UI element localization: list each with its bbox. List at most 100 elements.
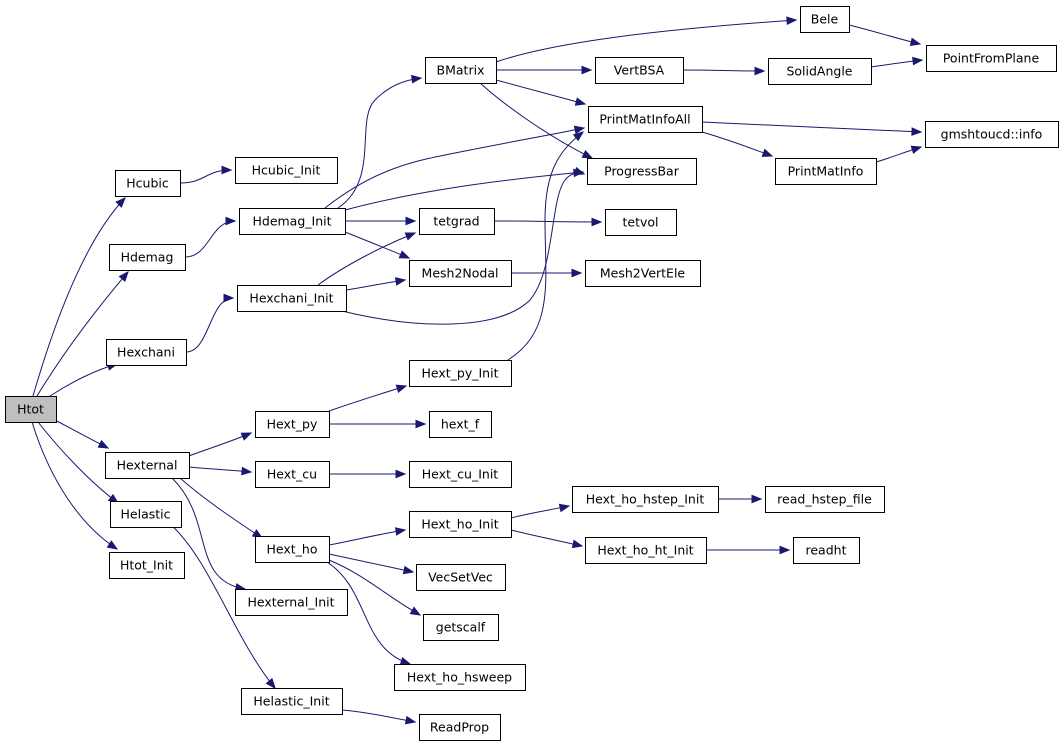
- edge-Hext_py-to-hext_f: [329, 419, 427, 429]
- node-Mesh2VertEle[interactable]: Mesh2VertEle: [585, 260, 701, 287]
- node-Bele[interactable]: Bele: [800, 6, 850, 33]
- node-Hcubic_Init[interactable]: Hcubic_Init: [235, 157, 338, 184]
- node-label: Hext_py_Init: [422, 366, 499, 381]
- edge-BMatrix-to-PrintMatInfoAll: [495, 79, 587, 106]
- node-Hext_ho_ht_Init[interactable]: Hext_ho_ht_Init: [585, 537, 707, 564]
- node-Htot_Init[interactable]: Htot_Init: [109, 552, 185, 579]
- node-label: Hexchani: [117, 345, 175, 360]
- node-tetvol[interactable]: tetvol: [605, 209, 677, 236]
- node-Htot[interactable]: Htot: [5, 396, 57, 423]
- node-hext_f[interactable]: hext_f: [429, 411, 492, 438]
- node-Hext_py[interactable]: Hext_py: [255, 411, 330, 438]
- node-readht[interactable]: readht: [793, 537, 860, 564]
- node-label: Hcubic: [126, 176, 169, 191]
- call-graph-edges: [31, 16, 924, 725]
- edge-Htot-to-Htot_Init: [31, 421, 119, 550]
- node-label: ProgressBar: [604, 164, 680, 179]
- node-VecSetVec[interactable]: VecSetVec: [416, 564, 506, 591]
- node-label: Hdemag: [121, 250, 174, 265]
- node-Hext_cu_Init[interactable]: Hext_cu_Init: [409, 461, 512, 488]
- node-label: hext_f: [441, 417, 480, 432]
- node-label: Mesh2VertEle: [600, 266, 686, 281]
- edge-Hext_ho-to-VecSetVec: [328, 553, 415, 575]
- node-SolidAngle[interactable]: SolidAngle: [768, 58, 872, 85]
- node-label: Bele: [811, 12, 839, 27]
- node-tetgrad[interactable]: tetgrad: [419, 208, 495, 235]
- node-label: VecSetVec: [428, 570, 493, 585]
- node-label: Hcubic_Init: [252, 163, 321, 178]
- node-PointFromPlane[interactable]: PointFromPlane: [926, 45, 1057, 72]
- node-label: tetvol: [622, 215, 658, 230]
- node-label: Helastic: [121, 507, 171, 522]
- edge-Hdemag_Init-to-BMatrix: [337, 74, 423, 209]
- node-Hcubic[interactable]: Hcubic: [115, 170, 181, 197]
- node-PrintMatInfoAll[interactable]: PrintMatInfoAll: [588, 106, 703, 133]
- node-Hext_cu[interactable]: Hext_cu: [255, 461, 330, 488]
- node-label: Helastic_Init: [253, 694, 329, 709]
- node-BMatrix[interactable]: BMatrix: [425, 57, 497, 84]
- node-Hexternal[interactable]: Hexternal: [105, 452, 190, 479]
- node-label: PrintMatInfo: [788, 164, 864, 179]
- node-label: tetgrad: [433, 214, 479, 229]
- node-label: Hext_cu: [267, 467, 317, 482]
- node-label: Hexternal: [117, 458, 178, 473]
- edge-PrintMatInfoAll-to-PrintMatInfo: [701, 131, 774, 157]
- node-gmshtoucd_info[interactable]: gmshtoucd::info: [925, 121, 1059, 148]
- node-label: read_hstep_file: [777, 492, 872, 507]
- edge-BMatrix-to-Bele: [495, 16, 798, 63]
- node-Hexchani[interactable]: Hexchani: [106, 339, 187, 366]
- edge-Htot-to-Hexchani: [49, 362, 119, 397]
- node-Hext_ho_hstep_Init[interactable]: Hext_ho_hstep_Init: [572, 486, 719, 513]
- edge-Bele-to-PointFromPlane: [848, 24, 922, 47]
- node-Mesh2Nodal[interactable]: Mesh2Nodal: [409, 260, 512, 287]
- node-Hext_py_Init[interactable]: Hext_py_Init: [409, 360, 512, 387]
- edge-Hext_ho_ht_Init-to-readht: [705, 545, 791, 555]
- edge-tetgrad-to-tetvol: [493, 217, 603, 227]
- edge-VertBSA-to-SolidAngle: [682, 66, 766, 76]
- node-Hexchani_Init[interactable]: Hexchani_Init: [237, 285, 347, 312]
- node-label: VertBSA: [614, 63, 665, 78]
- node-getscalf[interactable]: getscalf: [423, 614, 499, 641]
- edge-Hext_ho-to-getscalf: [328, 559, 422, 616]
- node-Hdemag[interactable]: Hdemag: [109, 244, 186, 271]
- node-Hexternal_Init[interactable]: Hexternal_Init: [235, 589, 348, 616]
- edge-Hext_py-to-Hext_py_Init: [328, 384, 408, 412]
- node-label: ReadProp: [430, 720, 489, 735]
- edge-Hexchani_Init-to-tetgrad: [317, 232, 417, 286]
- node-label: Htot_Init: [120, 558, 173, 573]
- node-label: PrintMatInfoAll: [599, 112, 690, 127]
- node-label: Hexchani_Init: [249, 291, 333, 306]
- node-read_hstep_file[interactable]: read_hstep_file: [765, 486, 885, 513]
- node-label: gmshtoucd::info: [941, 127, 1043, 142]
- edge-Hext_py_Init-to-PrintMatInfoAll: [507, 131, 585, 361]
- edge-Hext_ho_hstep_Init-to-read_hstep_file: [718, 494, 763, 504]
- edge-Hdemag_Init-to-tetgrad: [345, 216, 417, 226]
- node-Hext_ho[interactable]: Hext_ho: [255, 536, 330, 563]
- node-PrintMatInfo[interactable]: PrintMatInfo: [775, 158, 877, 185]
- node-Helastic[interactable]: Helastic: [110, 501, 182, 528]
- node-label: Hext_cu_Init: [422, 467, 499, 482]
- edge-PrintMatInfo-to-gmshtoucd_info: [875, 145, 923, 163]
- node-Hext_ho_hsweep[interactable]: Hext_ho_hsweep: [394, 664, 526, 691]
- node-VertBSA[interactable]: VertBSA: [595, 57, 684, 84]
- edge-Hdemag_Init-to-Mesh2Nodal: [344, 231, 411, 259]
- node-Hdemag_Init[interactable]: Hdemag_Init: [239, 208, 346, 235]
- edge-Hext_cu-to-Hext_cu_Init: [329, 469, 407, 479]
- edge-Hdemag_Init-to-PrintMatInfoAll: [324, 125, 586, 209]
- edge-Hexchani_Init-to-ProgressBar: [341, 166, 586, 325]
- node-label: Hext_ho: [267, 542, 318, 557]
- edge-BMatrix-to-ProgressBar: [479, 82, 594, 159]
- edge-Hext_ho-to-Hext_ho_Init: [328, 527, 407, 546]
- edge-Hcubic-to-Hcubic_Init: [179, 165, 233, 184]
- node-label: Hdemag_Init: [252, 214, 331, 229]
- node-ReadProp[interactable]: ReadProp: [419, 714, 501, 741]
- node-Helastic_Init[interactable]: Helastic_Init: [241, 688, 343, 715]
- node-ProgressBar[interactable]: ProgressBar: [587, 158, 697, 185]
- edge-Htot-to-Hcubic: [32, 197, 126, 397]
- node-label: PointFromPlane: [943, 51, 1040, 66]
- edge-BMatrix-to-VertBSA: [496, 65, 593, 75]
- node-Hext_ho_Init[interactable]: Hext_ho_Init: [409, 511, 512, 538]
- edge-Htot-to-Hexternal: [54, 419, 110, 449]
